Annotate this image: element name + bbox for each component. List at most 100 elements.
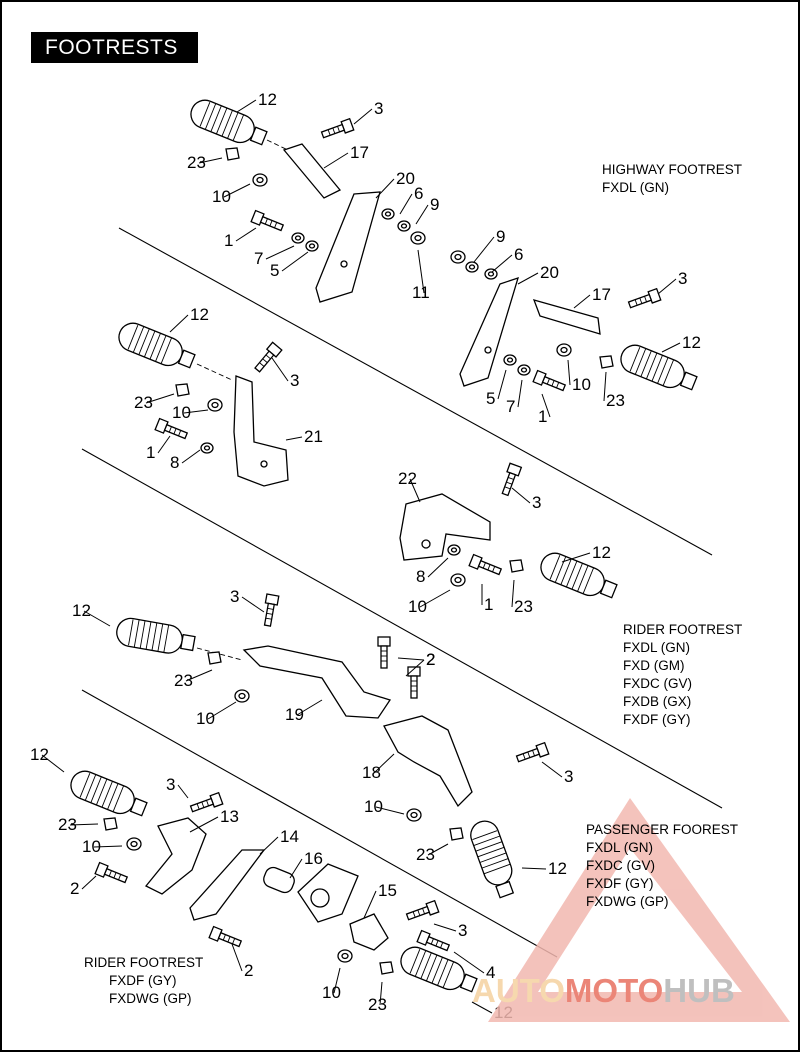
- watermark-text: AUTOMOTOHUB: [472, 972, 735, 1009]
- caption-passenger-line-1: PASSENGER FOOREST: [586, 822, 738, 837]
- rider-footrest-lower-assembly: [66, 766, 481, 999]
- callout-leader-line: [289, 858, 303, 879]
- caption-rider-line-5: FXDB (GX): [623, 694, 691, 709]
- callout-leader-line: [223, 183, 251, 198]
- callout-number: 3: [230, 587, 239, 606]
- callout-leader-line: [399, 193, 413, 215]
- callout-number: 3: [458, 921, 467, 940]
- callout-leader-line: [333, 967, 341, 994]
- mount-plate: [315, 191, 381, 303]
- clip: [225, 147, 240, 161]
- callout-number: 17: [592, 285, 611, 304]
- callout-number: 5: [486, 389, 495, 408]
- bushing: [263, 866, 295, 894]
- callout-number: 10: [408, 597, 427, 616]
- callout-leader-line: [145, 393, 175, 404]
- passenger-footrest-clevis: [383, 715, 473, 808]
- footpeg-grip: [113, 615, 197, 658]
- callout-leader-line: [511, 487, 531, 504]
- section-divider-3: [81, 689, 558, 958]
- callout-leader-line: [177, 784, 189, 799]
- caption-passenger-line-2: FXDL (GN): [586, 840, 653, 855]
- callout-number: 4: [486, 963, 495, 982]
- callout-leader-line: [373, 753, 395, 774]
- callout-number: 23: [606, 391, 625, 410]
- caption-rider-lower: RIDER FOOTREST FXDF (GY) FXDWG (GP): [84, 955, 203, 1006]
- callout-number: 8: [416, 567, 425, 586]
- caption-rider-line-4: FXDC (GV): [623, 676, 692, 691]
- callout-number: 12: [30, 745, 49, 764]
- callout-number: 10: [196, 709, 215, 728]
- section-divider-2: [81, 448, 723, 809]
- callout-leader-line: [405, 659, 425, 677]
- nut: [252, 173, 268, 187]
- watermark: AUTOMOTOHUB: [472, 798, 790, 1022]
- callout-leader-line: [427, 843, 449, 856]
- washer: [397, 220, 411, 232]
- footpeg-clevis: [282, 143, 342, 199]
- callout-leader-line: [657, 278, 677, 295]
- callout-leader-line: [169, 314, 189, 333]
- page-title: FOOTRESTS: [31, 32, 198, 63]
- callout-leader-line: [375, 178, 395, 199]
- callout-number: 3: [290, 371, 299, 390]
- rider-footrest-assembly: [114, 318, 621, 605]
- clip: [207, 651, 222, 665]
- passenger-footrest-arm: [242, 645, 392, 719]
- callout-leader-line: [83, 610, 111, 627]
- bolt: [404, 900, 440, 924]
- callout-number: 14: [280, 827, 299, 846]
- footpeg-grip: [66, 766, 151, 823]
- callout-number: 8: [170, 453, 179, 472]
- caption-highway-line-2: FXDL (GN): [602, 180, 669, 195]
- callout-leader-line: [363, 890, 377, 919]
- callout-number: 1: [224, 231, 233, 250]
- callout-leader-line: [189, 816, 219, 833]
- callout-leader-line: [41, 754, 65, 773]
- caption-highway: HIGHWAY FOOTREST FXDL (GN): [602, 162, 742, 195]
- callout-number: 10: [82, 837, 101, 856]
- callout-leader-line: [93, 845, 123, 848]
- callout-leader-line: [415, 204, 429, 225]
- footrest-clevis: [349, 913, 389, 951]
- nut: [450, 250, 466, 264]
- passenger-footrest-assembly: [113, 593, 550, 901]
- callout-number: 22: [398, 469, 417, 488]
- callout-leader-line: [296, 699, 323, 716]
- callout-number: 12: [682, 333, 701, 352]
- callout-leader-line: [241, 596, 265, 613]
- callout-number: 15: [378, 881, 397, 900]
- callout-leader-line: [661, 342, 681, 353]
- callout-number: 23: [187, 153, 206, 172]
- callout-number: 23: [368, 995, 387, 1014]
- callout-leader-line: [409, 478, 421, 503]
- callout-leader-line: [185, 669, 213, 682]
- caption-rider: RIDER FOOTREST FXDL (GN) FXD (GM) FXDC (…: [623, 622, 742, 727]
- callout-number: 3: [678, 269, 687, 288]
- clip: [103, 817, 118, 831]
- callout-number: 3: [564, 767, 573, 786]
- callout-number: 12: [72, 601, 91, 620]
- callout-number: 10: [364, 797, 383, 816]
- callout-number: 9: [496, 227, 505, 246]
- callout-leader-line: [491, 254, 513, 273]
- callout-number: 6: [414, 184, 423, 203]
- callout-number: 2: [70, 879, 79, 898]
- mount-plate: [459, 276, 519, 387]
- clip: [449, 827, 464, 841]
- callout-number: 21: [304, 427, 323, 446]
- callout-leader-line: [471, 1001, 493, 1014]
- bolt: [514, 742, 550, 766]
- callout-number: 18: [362, 763, 381, 782]
- callout-leader-line: [379, 981, 383, 1006]
- nut: [207, 398, 223, 412]
- washer: [517, 364, 531, 376]
- callout-leader-line: [81, 875, 97, 890]
- footrest-lever: [144, 817, 207, 895]
- callout-leader-line: [69, 823, 99, 826]
- bolt: [498, 462, 522, 498]
- callout-number: 3: [166, 775, 175, 794]
- callout-number: 1: [538, 407, 547, 426]
- callout-leader-line: [453, 951, 485, 974]
